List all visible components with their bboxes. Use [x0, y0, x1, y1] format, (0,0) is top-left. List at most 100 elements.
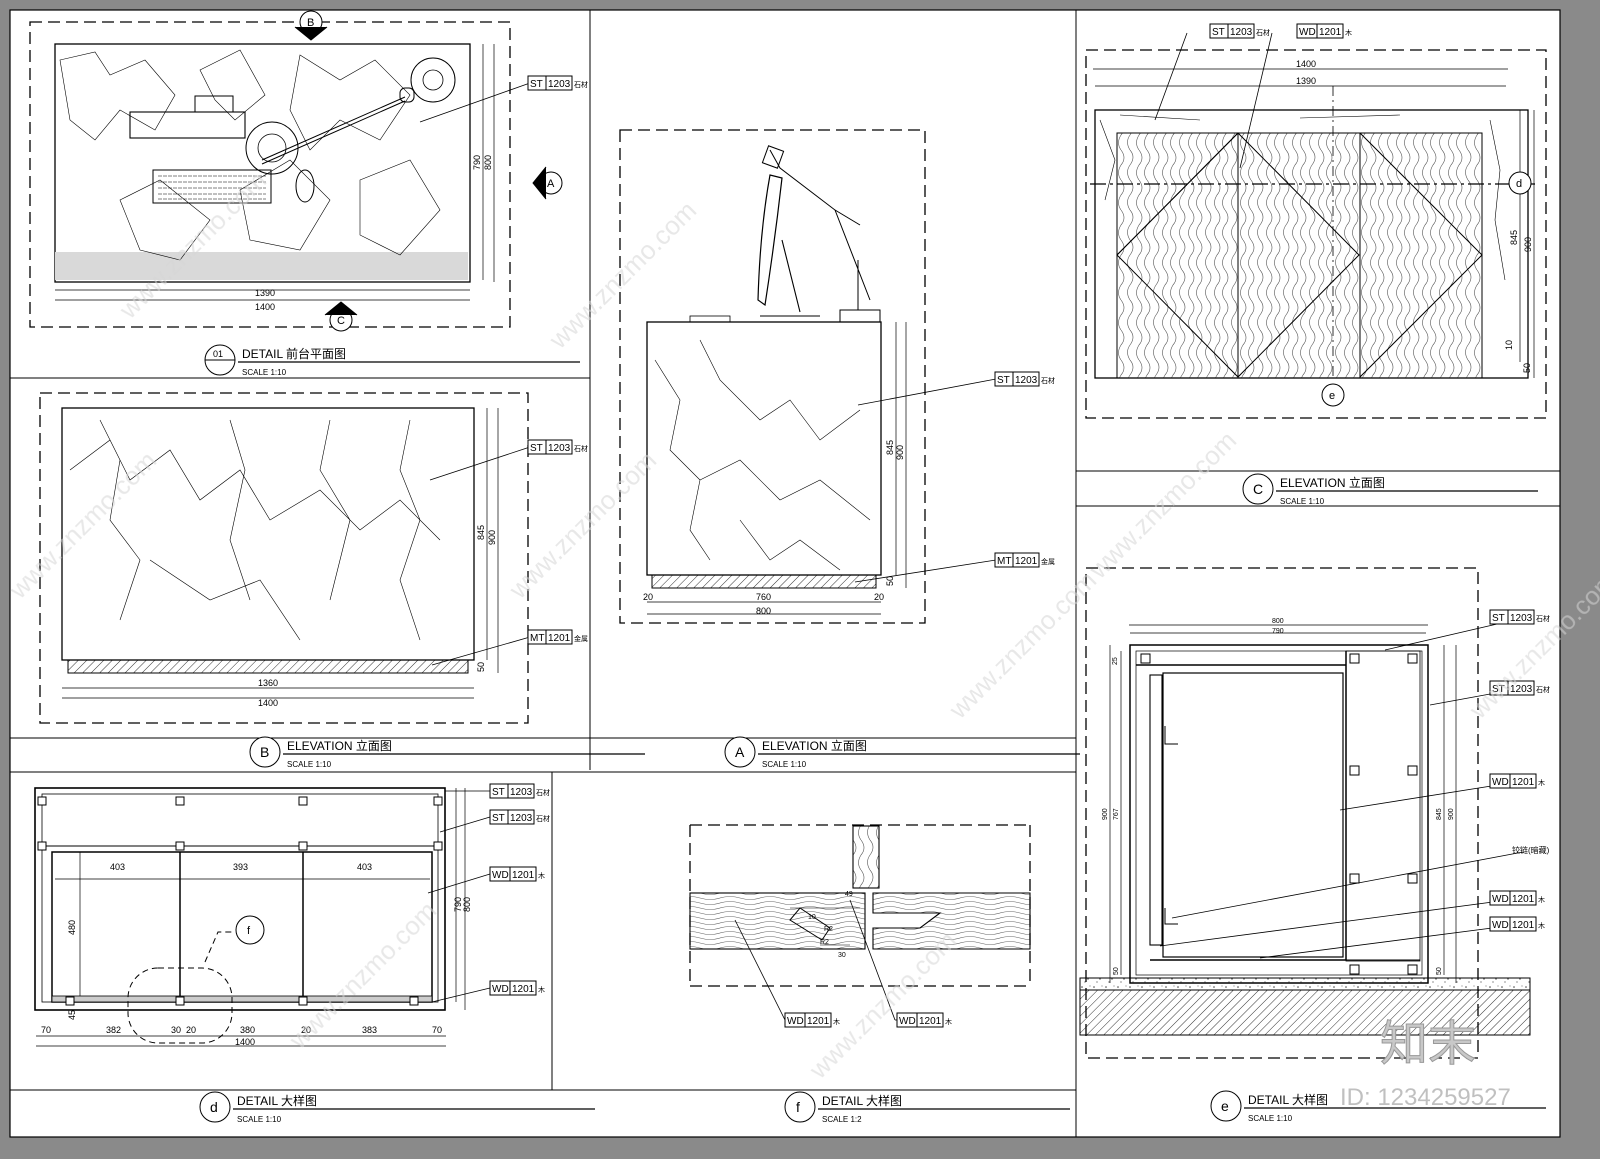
section-marker-a: A	[532, 166, 563, 200]
svg-text:845: 845	[1436, 808, 1443, 820]
svg-text:木: 木	[538, 871, 545, 880]
svg-text:DETAIL 前台平面图: DETAIL 前台平面图	[242, 346, 346, 361]
svg-text:SCALE 1:10: SCALE 1:10	[287, 760, 332, 769]
svg-text:A: A	[547, 178, 555, 190]
svg-text:R2: R2	[824, 926, 833, 933]
svg-text:900: 900	[895, 445, 905, 460]
svg-text:WD: WD	[1492, 894, 1509, 905]
svg-text:石材: 石材	[1536, 685, 1550, 694]
section-marker-c: C	[324, 301, 358, 332]
svg-text:1400: 1400	[258, 698, 278, 708]
svg-text:石材: 石材	[574, 80, 588, 89]
svg-text:木: 木	[1538, 895, 1545, 904]
svg-text:25: 25	[1112, 657, 1119, 665]
svg-text:e: e	[1221, 1098, 1229, 1114]
svg-text:A: A	[735, 744, 745, 760]
svg-text:WD: WD	[899, 1016, 916, 1027]
svg-text:WD: WD	[492, 870, 509, 881]
svg-text:石材: 石材	[536, 814, 550, 823]
svg-text:ST: ST	[530, 443, 543, 454]
svg-text:MT: MT	[530, 633, 544, 644]
svg-text:45: 45	[67, 1010, 77, 1020]
svg-text:木: 木	[1538, 778, 1545, 787]
svg-text:1201: 1201	[1015, 556, 1038, 567]
title-detail-e: e DETAIL 大样图 SCALE 1:10	[1210, 1090, 1546, 1123]
title-elev-a: A ELEVATION 立面图 SCALE 1:10	[724, 736, 1080, 769]
svg-text:20: 20	[874, 592, 884, 602]
title-detail-d: d DETAIL 大样图 SCALE 1:10	[199, 1091, 595, 1124]
svg-text:d: d	[210, 1099, 218, 1115]
svg-text:DETAIL 大样图: DETAIL 大样图	[237, 1093, 317, 1108]
title-detail-f: f DETAIL 大样图 SCALE 1:2	[784, 1091, 1070, 1124]
svg-text:SCALE 1:10: SCALE 1:10	[1280, 497, 1325, 506]
svg-text:金属: 金属	[1041, 557, 1055, 566]
svg-text:SCALE 1:2: SCALE 1:2	[822, 1115, 862, 1124]
svg-text:1203: 1203	[1015, 375, 1038, 386]
svg-text:1201: 1201	[512, 984, 535, 995]
svg-text:ELEVATION 立面图: ELEVATION 立面图	[287, 738, 392, 753]
svg-text:石材: 石材	[1256, 28, 1270, 37]
svg-text:1400: 1400	[255, 302, 275, 312]
plan-view	[54, 43, 531, 301]
svg-text:20: 20	[186, 1025, 196, 1035]
section-marker-d: d	[1508, 171, 1532, 195]
svg-text:SCALE 1:10: SCALE 1:10	[1248, 1114, 1293, 1123]
svg-text:900: 900	[1523, 237, 1533, 252]
svg-text:403: 403	[110, 862, 125, 872]
svg-text:1201: 1201	[807, 1016, 830, 1027]
svg-text:金属: 金属	[574, 634, 588, 643]
svg-text:70: 70	[41, 1025, 51, 1035]
title-plan-01: 01 DETAIL 前台平面图 SCALE 1:10	[204, 344, 580, 377]
svg-text:木: 木	[1345, 28, 1352, 37]
svg-text:1390: 1390	[255, 288, 275, 298]
svg-text:382: 382	[106, 1025, 121, 1035]
svg-text:B: B	[307, 17, 314, 29]
svg-text:ST: ST	[1492, 684, 1505, 695]
svg-text:1390: 1390	[1296, 76, 1316, 86]
svg-text:790: 790	[453, 897, 463, 912]
svg-text:1201: 1201	[1512, 920, 1535, 931]
svg-text:1201: 1201	[1319, 27, 1342, 38]
svg-text:e: e	[1329, 390, 1335, 402]
svg-text:1201: 1201	[919, 1016, 942, 1027]
svg-text:760: 760	[756, 592, 771, 602]
svg-text:木: 木	[538, 985, 545, 994]
watermark-id: ID: 1234259527	[1340, 1084, 1511, 1111]
svg-text:50: 50	[1113, 967, 1120, 975]
svg-text:石材: 石材	[574, 444, 588, 453]
svg-text:50: 50	[885, 576, 895, 586]
svg-text:800: 800	[462, 897, 472, 912]
svg-text:50: 50	[476, 662, 486, 672]
elevation-a	[646, 145, 997, 615]
svg-text:C: C	[1253, 481, 1263, 497]
svg-text:49: 49	[845, 891, 853, 898]
svg-text:MT: MT	[997, 556, 1011, 567]
svg-text:C: C	[337, 315, 345, 327]
svg-text:1201: 1201	[512, 870, 535, 881]
svg-text:1203: 1203	[510, 787, 533, 798]
svg-text:SCALE 1:10: SCALE 1:10	[242, 368, 287, 377]
detail-f	[689, 825, 1031, 1021]
svg-text:SCALE 1:10: SCALE 1:10	[762, 760, 807, 769]
svg-text:1203: 1203	[548, 79, 571, 90]
svg-text:ELEVATION 立面图: ELEVATION 立面图	[1280, 475, 1385, 490]
svg-text:R2: R2	[820, 939, 829, 946]
svg-text:木: 木	[945, 1017, 952, 1026]
svg-text:900: 900	[487, 530, 497, 545]
view-titles: 01 DETAIL 前台平面图 SCALE 1:10 B ELEVATION 立…	[199, 344, 1546, 1124]
svg-text:1203: 1203	[1230, 27, 1253, 38]
svg-text:ST: ST	[1212, 27, 1225, 38]
svg-text:1201: 1201	[548, 633, 571, 644]
section-marker-f: f	[235, 915, 265, 945]
